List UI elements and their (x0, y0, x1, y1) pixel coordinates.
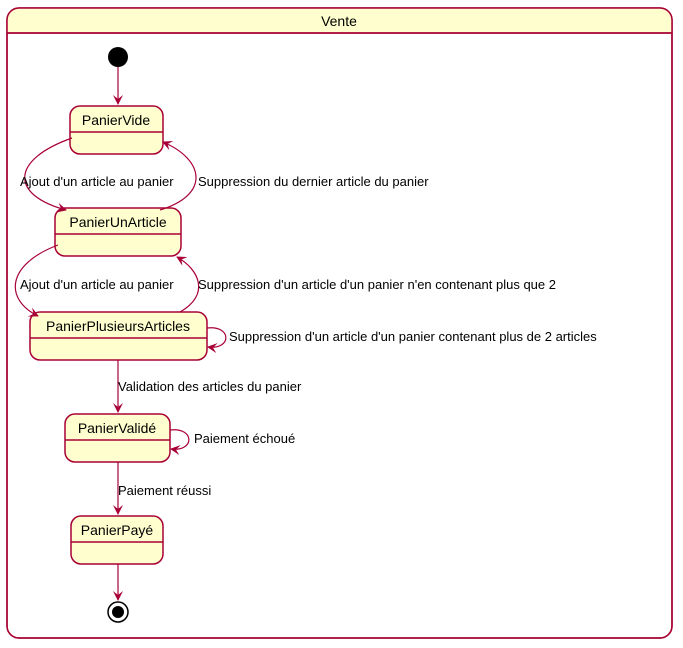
transition-label: Suppression du dernier article du panier (198, 174, 429, 189)
transition-unarticle-to-vide (159, 140, 197, 211)
state-panier-valide[interactable]: PanierValidé (64, 413, 171, 463)
transition-label: Paiement échoué (194, 431, 295, 446)
state-label: PanierUnArticle (69, 214, 166, 230)
state-label: PanierPlusieursArticles (46, 318, 190, 334)
final-state (107, 601, 129, 623)
transition-label: Ajout d'un article au panier (20, 174, 174, 189)
transition-label: Paiement réussi (118, 483, 211, 498)
composite-state-vente: Vente (6, 7, 673, 639)
transition-label: Validation des articles du panier (118, 379, 302, 394)
initial-state (108, 47, 128, 67)
transition-label: Ajout d'un article au panier (20, 277, 174, 292)
transition-plusieurs-to-unarticle (176, 256, 200, 313)
state-panier-plusieurs-articles[interactable]: PanierPlusieursArticles (29, 311, 208, 361)
transition-label: Suppression d'un article d'un panier n'e… (198, 277, 556, 292)
transition-valide-self (169, 429, 190, 456)
transition-vide-to-unarticle (24, 137, 73, 213)
state-panier-vide[interactable]: PanierVide (69, 105, 164, 155)
transition-label: Suppression d'un article d'un panier con… (229, 329, 597, 344)
state-panier-un-article[interactable]: PanierUnArticle (54, 207, 182, 257)
state-label: PanierVide (82, 112, 150, 128)
transition-plusieurs-self (206, 327, 227, 354)
state-panier-paye[interactable]: PanierPayé (70, 515, 164, 565)
transition-unarticle-to-plusieurs (14, 244, 59, 317)
state-label: PanierValidé (78, 420, 157, 436)
composite-title: Vente (321, 13, 357, 29)
state-label: PanierPayé (81, 522, 154, 538)
